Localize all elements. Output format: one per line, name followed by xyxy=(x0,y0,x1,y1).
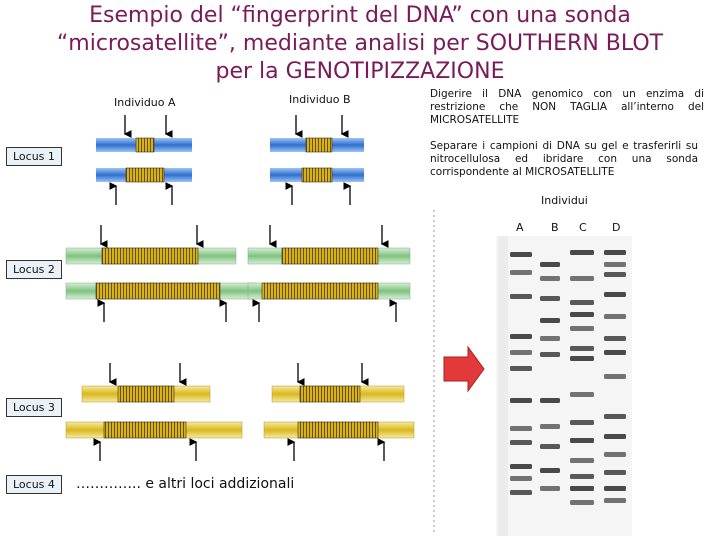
gel-band xyxy=(540,296,560,301)
lane-label-a: A xyxy=(516,221,524,234)
additional-loci-text: ………….. e altri loci addizionali xyxy=(76,476,295,492)
gel-band xyxy=(510,464,532,469)
gel-band xyxy=(570,474,594,479)
gel-band xyxy=(540,336,560,341)
southern-blot-gel xyxy=(496,236,632,536)
gel-band xyxy=(604,434,626,439)
gel-band xyxy=(540,276,560,281)
gel-band xyxy=(540,444,560,449)
gel-band xyxy=(570,312,594,317)
gel-band xyxy=(604,470,626,475)
gel-band xyxy=(510,270,532,275)
locus-3-label: Locus 3 xyxy=(6,398,62,417)
gel-band xyxy=(510,440,532,445)
individual-b-label: Individuo B xyxy=(289,93,351,106)
gel-band xyxy=(510,398,532,403)
gel-band xyxy=(570,392,594,397)
gel-band xyxy=(510,490,532,495)
gel-band xyxy=(540,398,560,403)
locus-1-individual-b xyxy=(270,115,364,205)
gel-band xyxy=(540,424,560,429)
gel-band xyxy=(604,498,626,503)
gel-band xyxy=(570,326,594,331)
lane-label-d: D xyxy=(612,221,621,234)
gel-band xyxy=(604,452,626,457)
gel-band xyxy=(570,346,594,351)
gel-band xyxy=(510,476,532,481)
gel-band xyxy=(510,366,532,371)
gel-band xyxy=(604,486,626,491)
gel-band xyxy=(604,414,626,419)
gel-band xyxy=(510,252,532,257)
locus-1-label: Locus 1 xyxy=(6,147,62,166)
process-arrow-icon xyxy=(443,345,485,393)
gel-band xyxy=(604,272,626,277)
gel-band xyxy=(510,334,532,339)
gel-band xyxy=(604,336,626,341)
title-line-3: per la GENOTIPIZZAZIONE xyxy=(215,59,505,84)
gel-band xyxy=(570,438,594,443)
gel-header: Individui xyxy=(541,194,588,207)
individual-a-label: Individuo A xyxy=(114,96,176,109)
locus-2-individual-a xyxy=(65,225,257,322)
gel-band xyxy=(604,350,626,355)
locus-4-label: Locus 4 xyxy=(6,475,62,494)
gel-band xyxy=(540,486,560,491)
gel-band xyxy=(570,458,594,463)
gel-band xyxy=(570,250,594,255)
gel-band xyxy=(540,318,560,323)
gel-band xyxy=(570,300,594,305)
gel-band xyxy=(570,486,594,491)
gel-band xyxy=(540,352,560,357)
gel-band xyxy=(604,262,626,267)
title-line-2: “microsatellite”, mediante analisi per S… xyxy=(56,31,664,56)
gel-bands xyxy=(510,250,626,505)
gel-band xyxy=(570,356,594,361)
step-1-note: Digerire il DNA genomico con un enzima d… xyxy=(430,88,704,126)
gel-band xyxy=(570,420,594,425)
gel-band xyxy=(540,262,560,267)
gel-band xyxy=(604,314,626,319)
gel-band xyxy=(510,294,532,299)
locus-1-individual-a xyxy=(96,115,192,205)
title-line-1: Esempio del “fingerprint del DNA” con un… xyxy=(89,3,631,28)
locus-2-label: Locus 2 xyxy=(6,260,62,279)
gel-band xyxy=(604,250,626,255)
lane-label-b: B xyxy=(551,221,559,234)
gel-band xyxy=(510,426,532,431)
locus-2-individual-b xyxy=(247,225,411,322)
lane-label-c: C xyxy=(579,221,587,234)
gel-band xyxy=(604,292,626,297)
gel-band xyxy=(604,374,626,379)
gel-band xyxy=(570,276,594,281)
locus-3-individual-b xyxy=(263,363,415,461)
gel-band xyxy=(540,468,560,473)
gel-band xyxy=(570,500,594,505)
page-title: Esempio del “fingerprint del DNA” con un… xyxy=(0,2,720,86)
gel-band xyxy=(510,350,532,355)
locus-3-individual-a xyxy=(65,363,243,461)
step-2-note: Separare i campioni di DNA su gel e tras… xyxy=(430,140,698,178)
